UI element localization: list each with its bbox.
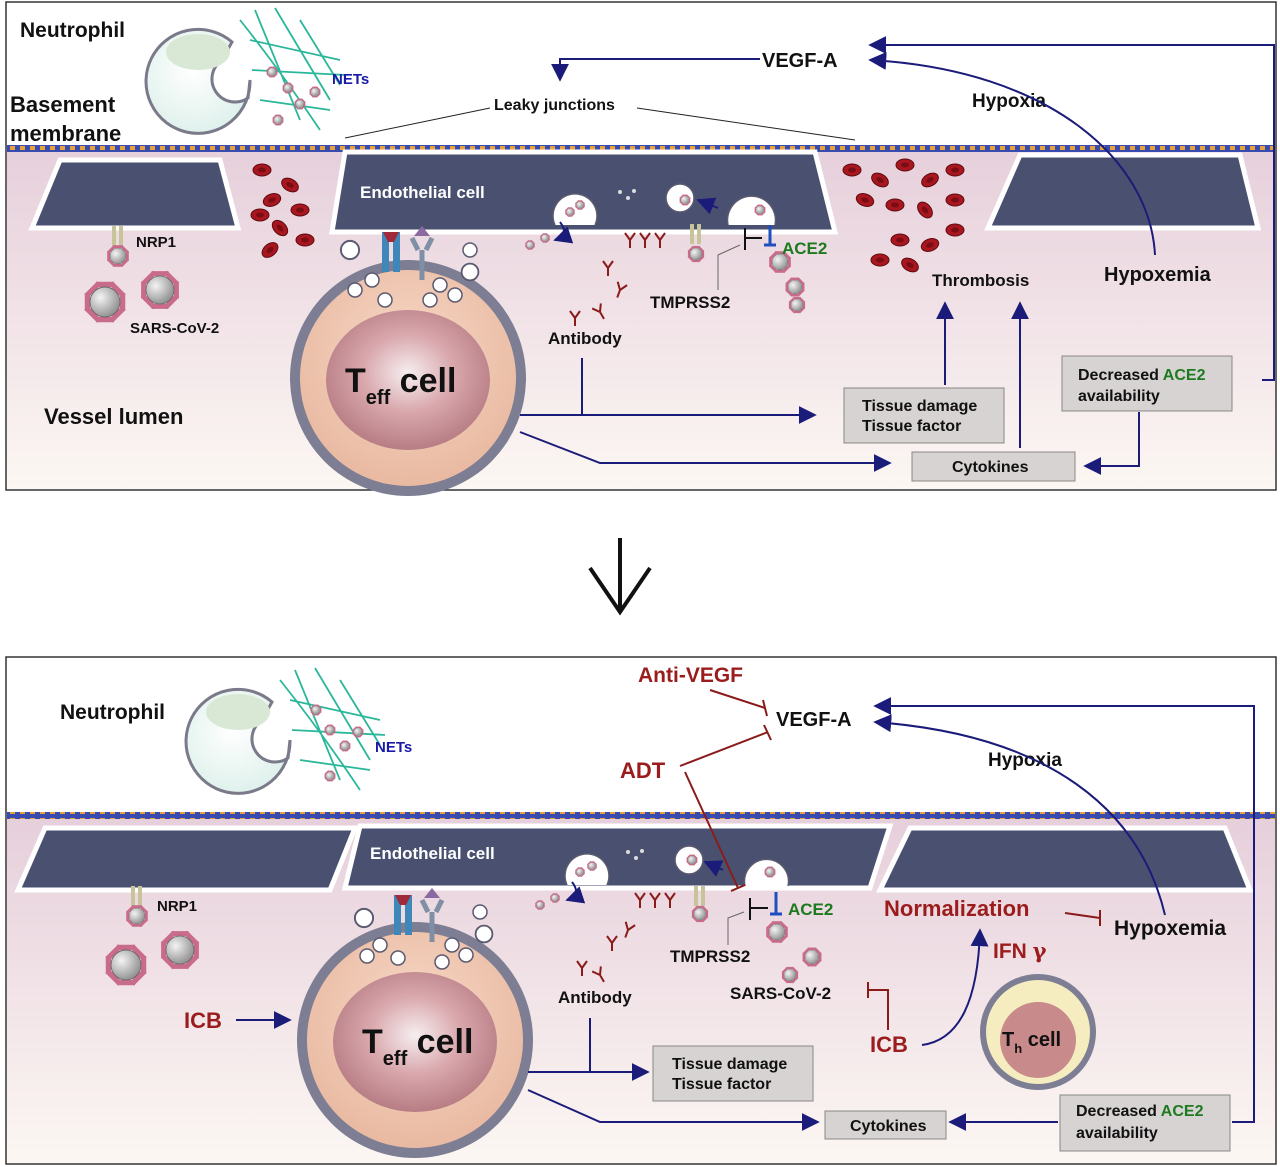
net-icon — [239, 7, 346, 131]
vesicle-icon — [726, 195, 777, 226]
inhibition-mark — [744, 228, 762, 250]
cytokines-label: Cytokines — [850, 1118, 927, 1135]
teff-cell-label: Teff cell — [362, 1023, 473, 1070]
nrp1-receptor-icon — [692, 886, 708, 922]
tissue-damage-box: Tissue damage Tissue factor — [652, 1045, 814, 1102]
basement-membrane-label-2: membrane — [10, 121, 121, 146]
neutrophil-label: Neutrophil — [60, 701, 165, 724]
neutrophil-icon — [184, 687, 292, 795]
nets-label: NETs — [375, 739, 412, 756]
cytokines-label: Cytokines — [952, 459, 1029, 476]
hypoxia-label: Hypoxia — [988, 750, 1062, 771]
top-panel: Neutrophil NETs Basement membrane Leaky … — [5, 1, 1277, 496]
availability-label: availability — [1078, 388, 1160, 405]
normalization-label: Normalization — [884, 896, 1029, 921]
icb-label-right: ICB — [870, 1032, 908, 1057]
cytokines-box: Cytokines — [824, 1110, 947, 1140]
endothelial-cell-shape — [876, 825, 1254, 893]
endothelial-cell-shape — [28, 157, 242, 231]
neutrophil-icon — [144, 27, 252, 135]
antibody-label: Antibody — [548, 329, 622, 348]
tmprss2-label: TMPRSS2 — [650, 293, 730, 312]
ace2-receptor-icon — [770, 892, 782, 916]
inhibition-lines — [679, 689, 1101, 1030]
ace2-receptor-icon — [764, 225, 776, 247]
arrows — [236, 697, 1255, 1131]
vesicle-icon — [564, 853, 610, 886]
hypoxia-label: Hypoxia — [972, 91, 1046, 112]
adt-label: ADT — [620, 758, 666, 783]
bottom-panel: Neutrophil NETs Anti-VEGF VEGF-A ADT Hyp… — [5, 656, 1277, 1165]
decreased-ace2-label: Decreased ACE2 — [1078, 367, 1206, 384]
basement-membrane — [7, 145, 1275, 152]
down-arrow-icon — [588, 538, 652, 616]
endothelial-cell-label: Endothelial cell — [370, 844, 495, 863]
ifn-gamma-label: IFN γ — [993, 938, 1047, 963]
th-cell — [980, 974, 1096, 1090]
nrp1-label: NRP1 — [157, 898, 197, 915]
decreased-ace2-box: Decreased ACE2 availability — [1061, 355, 1233, 412]
nrp1-receptor-icon — [688, 224, 704, 262]
availability-label: availability — [1076, 1125, 1158, 1142]
vesicle-icon — [552, 193, 598, 226]
endothelial-cell-label: Endothelial cell — [360, 183, 485, 202]
leaky-junctions-label: Leaky junctions — [494, 97, 615, 114]
tissue-damage-label: Tissue damage — [672, 1056, 787, 1073]
teff-cell — [290, 260, 526, 496]
tmprss2-label: TMPRSS2 — [670, 947, 750, 966]
net-icon — [279, 667, 386, 791]
neutrophil-label: Neutrophil — [20, 19, 125, 42]
tissue-factor-label: Tissue factor — [672, 1076, 771, 1093]
basement-membrane-label-1: Basement — [10, 92, 116, 117]
icb-label-left: ICB — [184, 1008, 222, 1033]
tcr-receptor-icon — [394, 888, 445, 942]
tissue-factor-label: Tissue factor — [862, 418, 961, 435]
ace2-label: ACE2 — [782, 239, 827, 258]
anti-vegf-label: Anti-VEGF — [638, 664, 743, 687]
nrp1-receptor-icon — [126, 886, 148, 927]
inhibition-mark — [749, 898, 768, 920]
hypoxemia-label: Hypoxemia — [1104, 264, 1212, 286]
vegf-a-label: VEGF-A — [776, 709, 852, 731]
teff-cell-label: Teff cell — [345, 362, 456, 409]
sars-cov-2-label: SARS-CoV-2 — [130, 320, 219, 337]
arrows — [519, 36, 1275, 475]
ace2-label: ACE2 — [788, 900, 833, 919]
cytokines-box: Cytokines — [911, 451, 1076, 482]
basement-membrane — [7, 812, 1275, 819]
teff-cell — [297, 922, 533, 1158]
vegf-a-label: VEGF-A — [762, 50, 838, 72]
nrp1-label: NRP1 — [136, 234, 176, 251]
sars-cov-2-label: SARS-CoV-2 — [730, 984, 831, 1003]
tcr-receptor-icon — [382, 226, 435, 280]
decreased-ace2-box: Decreased ACE2 availability — [1059, 1094, 1231, 1152]
antibody-label: Antibody — [558, 988, 632, 1007]
thrombosis-label: Thrombosis — [932, 271, 1029, 290]
th-cell-label: Th cell — [1002, 1029, 1061, 1056]
hypoxemia-label: Hypoxemia — [1114, 917, 1226, 940]
nrp1-receptor-icon — [107, 226, 129, 267]
endothelial-cell-shape — [14, 825, 359, 893]
endothelial-cell-shape — [984, 152, 1262, 231]
nets-label: NETs — [332, 71, 369, 88]
tissue-damage-box: Tissue damage Tissue factor — [843, 387, 1005, 444]
vessel-lumen-label: Vessel lumen — [44, 404, 183, 429]
decreased-ace2-label: Decreased ACE2 — [1076, 1103, 1204, 1120]
tissue-damage-label: Tissue damage — [862, 398, 977, 415]
